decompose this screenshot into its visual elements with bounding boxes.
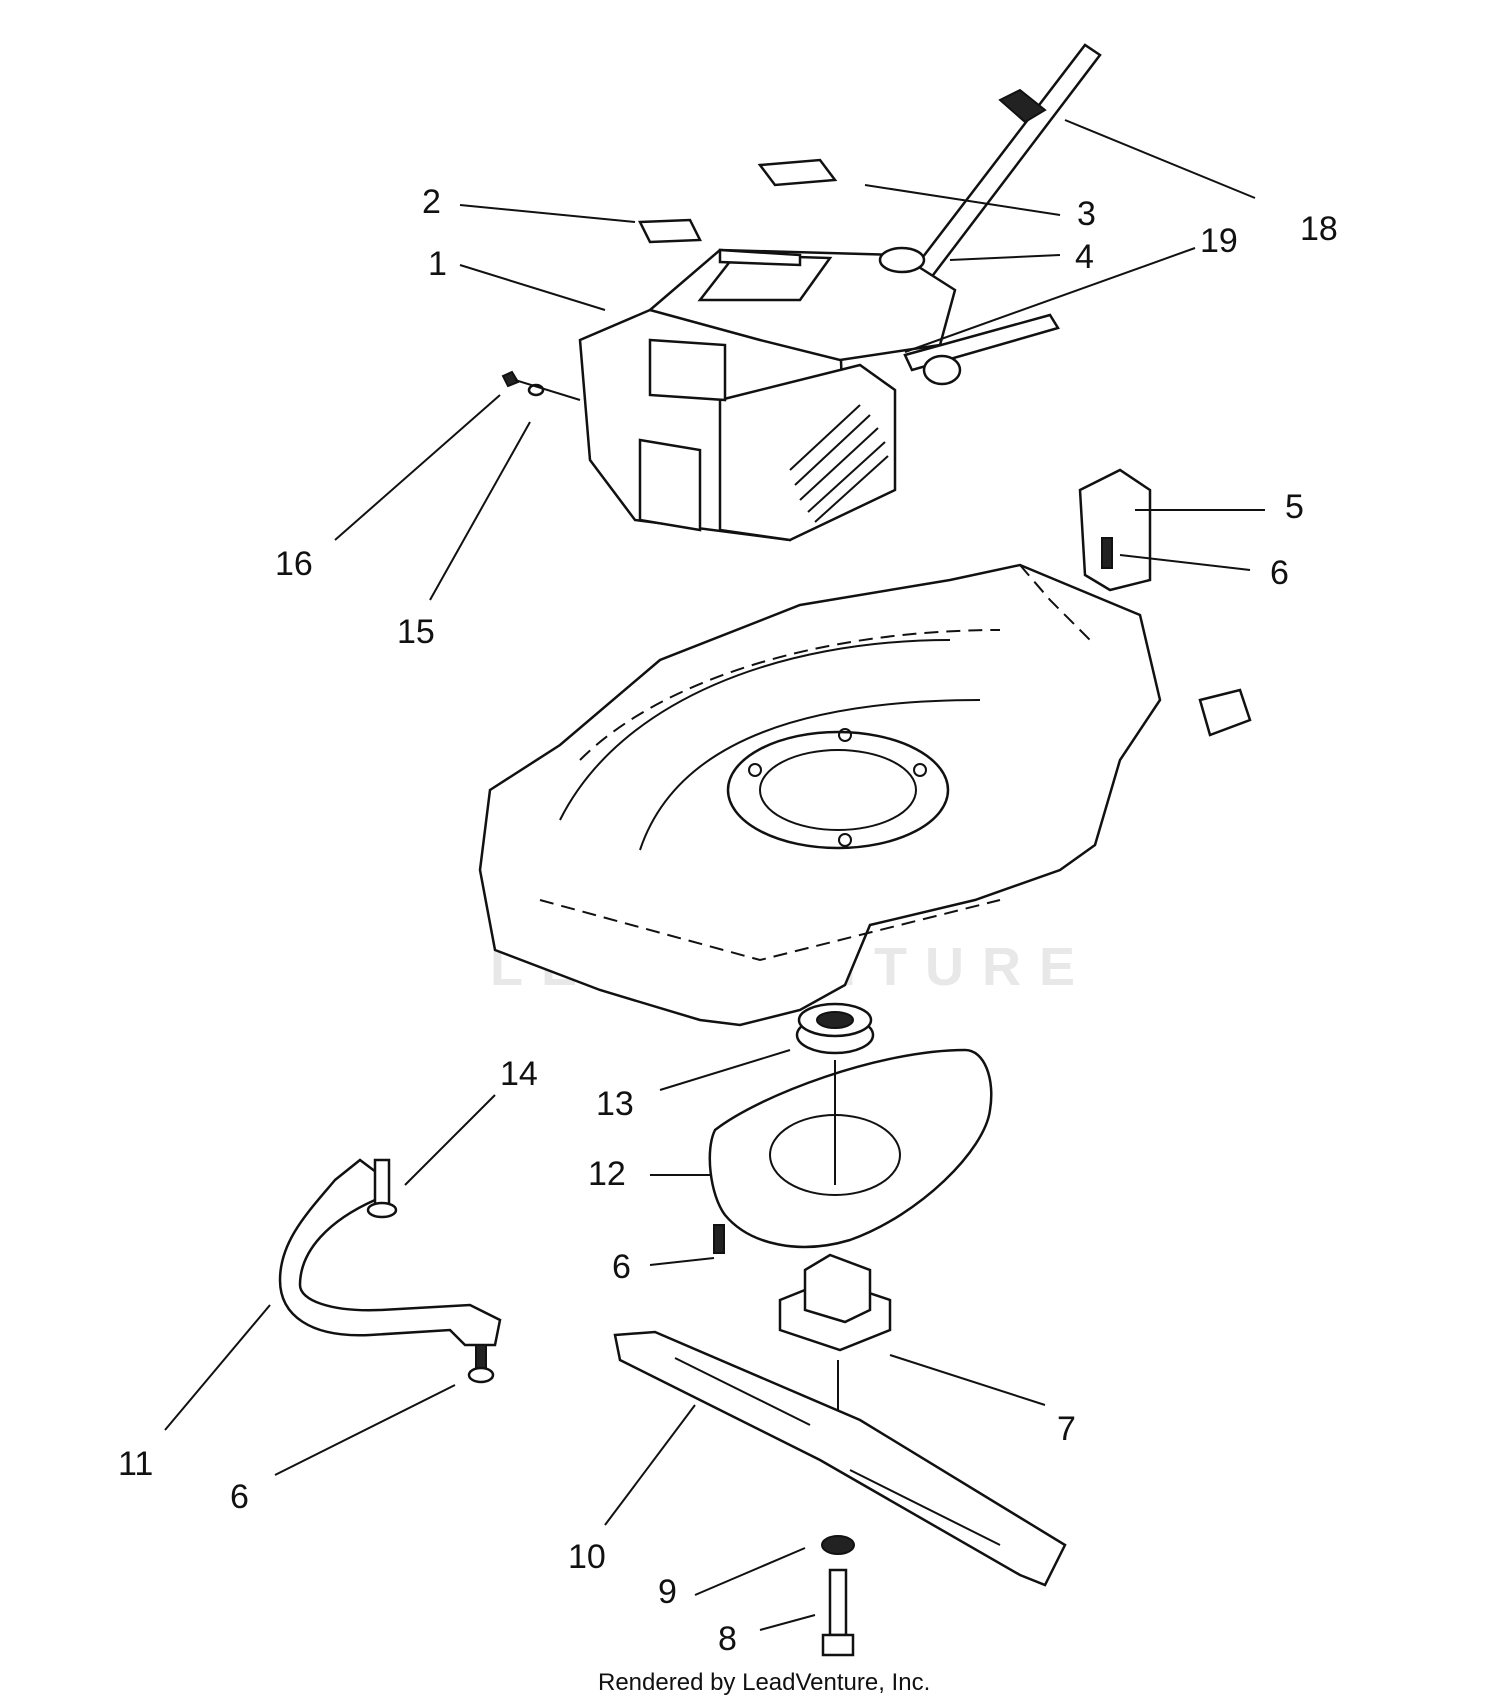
callout-2: 2 — [422, 183, 441, 221]
callout-1: 1 — [428, 245, 447, 283]
callout-6-deflector: 6 — [230, 1478, 249, 1516]
screw-6-deflector — [467, 1344, 495, 1384]
blade-adapter-13 — [795, 1002, 875, 1055]
screw-16 — [501, 370, 520, 388]
bracket-5 — [1078, 468, 1152, 592]
blade-adapter-7 — [778, 1253, 892, 1440]
fuel-cap — [878, 246, 926, 274]
engine — [578, 246, 1060, 542]
callout-14: 14 — [500, 1055, 538, 1093]
callout-11: 11 — [118, 1445, 153, 1483]
callout-9: 9 — [658, 1573, 677, 1611]
blade-10 — [613, 1330, 1067, 1587]
engine-vent-grille — [789, 404, 889, 523]
callout-labels: 2 1 3 4 18 19 5 6 16 15 14 13 12 6 7 11 … — [118, 183, 1338, 1658]
screw-6-baffle — [713, 1224, 725, 1254]
callout-10: 10 — [568, 1538, 606, 1576]
callout-19: 19 — [1200, 222, 1238, 260]
callout-4: 4 — [1075, 238, 1094, 276]
baffle-12 — [708, 1048, 993, 1249]
callout-18: 18 — [1300, 210, 1338, 248]
callout-3: 3 — [1077, 195, 1096, 233]
callout-6-upper: 6 — [1270, 554, 1289, 592]
washer-9 — [821, 1535, 855, 1555]
bolt-8 — [821, 1568, 855, 1657]
callout-15: 15 — [397, 613, 435, 651]
decal-2 — [638, 218, 702, 244]
mower-deck — [478, 563, 1252, 1027]
callout-8: 8 — [718, 1620, 737, 1658]
callout-7: 7 — [1057, 1410, 1076, 1448]
footer-credit: Rendered by LeadVenture, Inc. — [598, 1669, 930, 1696]
callout-6-baffle: 6 — [612, 1248, 631, 1286]
decal-3 — [757, 158, 838, 187]
callout-13: 13 — [596, 1085, 634, 1123]
leader-lines — [164, 119, 1265, 1631]
callout-16: 16 — [275, 545, 313, 583]
bolt-14 — [366, 1158, 398, 1219]
callout-12: 12 — [588, 1155, 626, 1193]
deflector-11 — [278, 1158, 502, 1347]
callout-5: 5 — [1285, 488, 1304, 526]
screw-6-upper — [1101, 537, 1113, 569]
